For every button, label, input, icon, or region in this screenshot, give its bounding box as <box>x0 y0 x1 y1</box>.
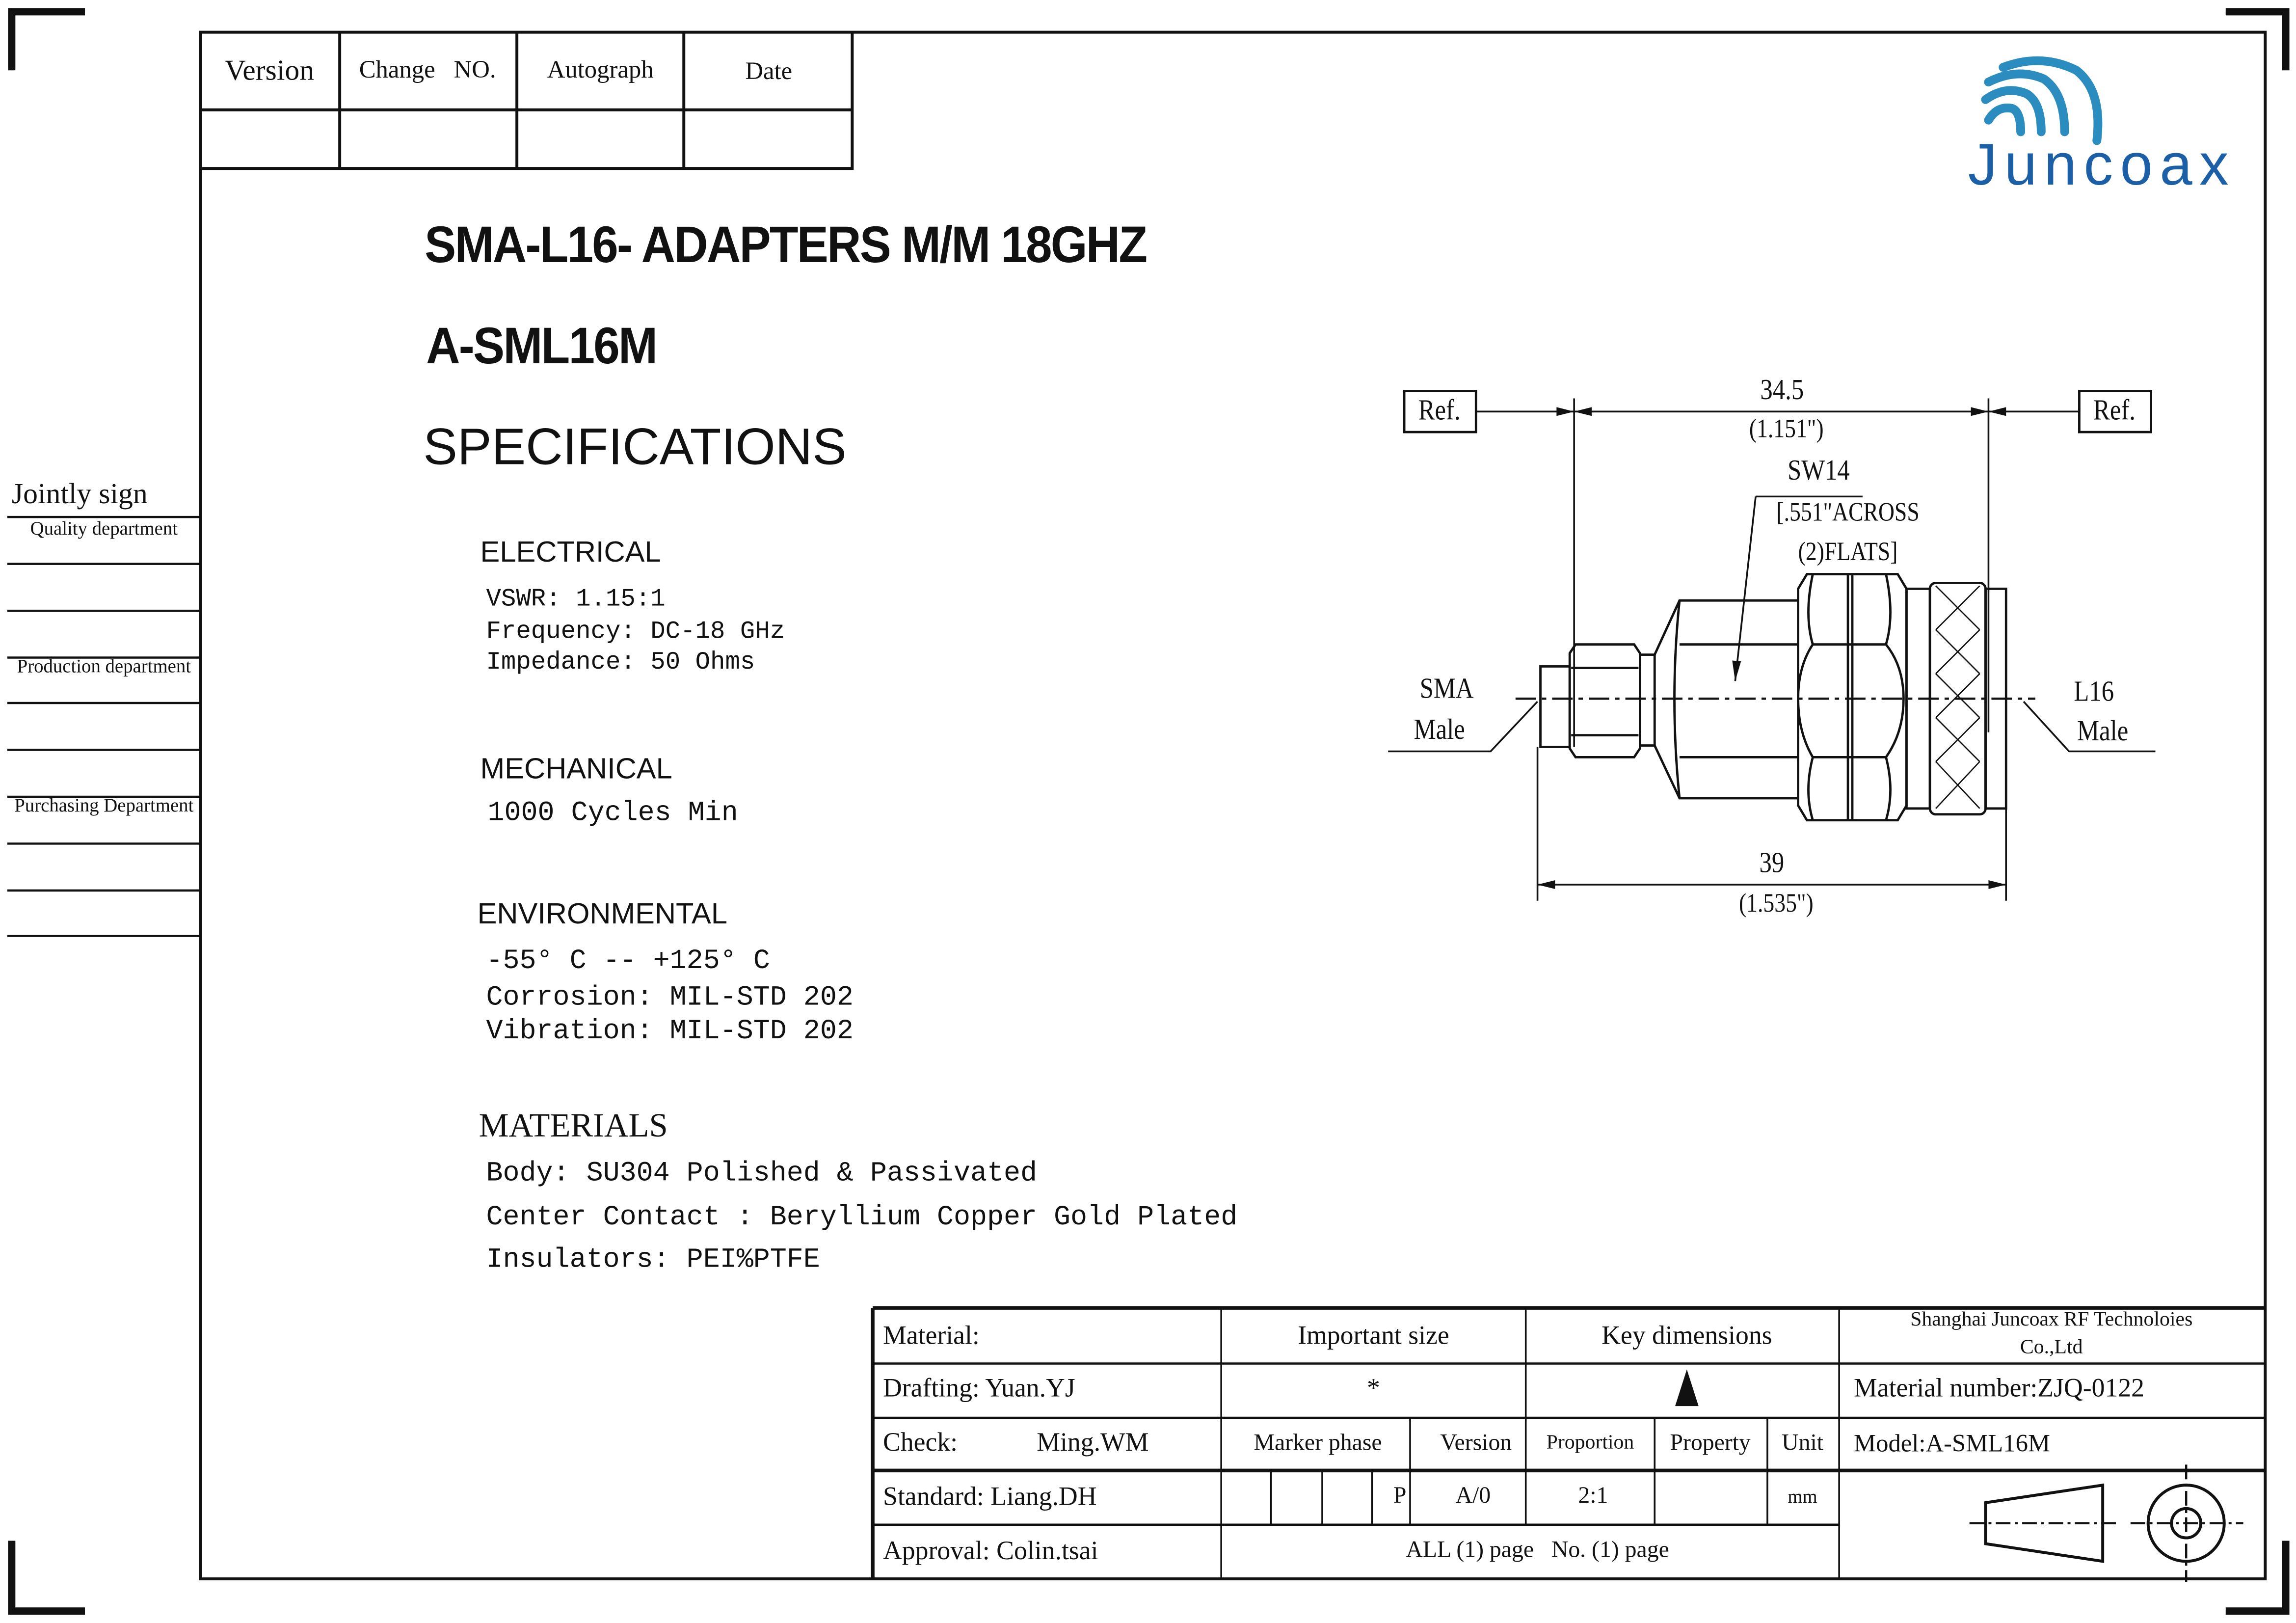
tb-proportion: Proportion <box>1546 1432 1634 1455</box>
tb-property: Property <box>1670 1431 1751 1456</box>
tb-version: Version <box>1440 1431 1512 1456</box>
tb-check-name: Ming.WM <box>1037 1427 1149 1457</box>
tb-company-suffix: Co.,Ltd <box>2020 1337 2083 1359</box>
tb-important-size: Important size <box>1298 1320 1449 1350</box>
l16-male-label-1: L16 <box>2074 676 2114 708</box>
spec-frequency: Frequency: DC-18 GHz <box>486 619 785 647</box>
tb-unit-value: mm <box>1788 1485 1817 1507</box>
wrench-note-flats: (2)FLATS] <box>1798 537 1898 567</box>
tb-company-name: Shanghai Juncoax RF Technoloies <box>1910 1309 2193 1331</box>
tb-material-number: Material number:ZJQ-0122 <box>1853 1373 2145 1403</box>
juncoax-logo: Juncoax <box>1962 55 2233 197</box>
tb-standard: Standard: Liang.DH <box>882 1481 1097 1511</box>
spec-center-contact: Center Contact : Beryllium Copper Gold P… <box>486 1201 1238 1234</box>
connector-drawing <box>1388 390 2156 901</box>
part-number: A-SML16M <box>426 318 658 375</box>
dim-overall-ref-in: (1.151") <box>1749 413 1824 443</box>
wrench-size: SW14 <box>1787 455 1850 487</box>
dept-production: Production department <box>17 654 191 677</box>
corner-marks <box>8 8 2290 1615</box>
dept-purchasing: Purchasing Department <box>14 794 194 816</box>
dim-overall-in: (1.535") <box>1738 888 1814 918</box>
tb-marker-phase: Marker phase <box>1254 1431 1382 1456</box>
revision-header-autograph: Autograph <box>547 55 654 84</box>
tb-proportion-value: 2:1 <box>1578 1484 1608 1509</box>
spec-temperature: -55° C -- +125° C <box>486 945 770 977</box>
spec-vibration: Vibration: MIL-STD 202 <box>486 1015 854 1048</box>
wrench-note-across: [.551"ACROSS <box>1776 497 1920 527</box>
electrical-heading: ELECTRICAL <box>480 537 661 569</box>
specifications-heading: SPECIFICATIONS <box>423 419 847 476</box>
ref-label-left: Ref. <box>1418 395 1461 427</box>
key-dimension-triangle-icon <box>1675 1369 1699 1407</box>
revision-header-date: Date <box>745 57 793 85</box>
jointly-sign-label: Jointly sign <box>11 478 148 511</box>
environmental-heading: ENVIRONMENTAL <box>477 898 728 931</box>
spec-corrosion: Corrosion: MIL-STD 202 <box>486 981 854 1014</box>
revision-table-grid <box>200 32 854 170</box>
revision-header-change-no: Change NO. <box>359 55 496 84</box>
tb-material: Material: <box>882 1320 980 1350</box>
materials-heading: MATERIALS <box>479 1107 668 1144</box>
knurl-pattern <box>1935 585 1980 809</box>
l16-male-label-2: Male <box>2077 715 2129 748</box>
tb-approval: Approval: Colin.tsai <box>882 1536 1098 1565</box>
tb-important-symbol: * <box>1367 1373 1380 1403</box>
mechanical-heading: MECHANICAL <box>480 753 672 786</box>
sheet-border <box>199 30 2267 1581</box>
spec-impedance: Impedance: 50 Ohms <box>486 649 755 677</box>
sma-male-label-1: SMA <box>1419 673 1474 705</box>
tb-unit: Unit <box>1782 1431 1824 1456</box>
tb-drafting: Drafting: Yuan.YJ <box>882 1373 1075 1403</box>
tb-model: Model:A-SML16M <box>1853 1429 2051 1458</box>
dept-quality: Quality department <box>30 517 178 539</box>
dim-overall-ref-mm: 34.5 <box>1760 374 1804 406</box>
jointly-sign-grid <box>7 515 201 937</box>
tb-check-label: Check: <box>882 1427 958 1457</box>
ref-label-right: Ref. <box>2093 395 2136 427</box>
logo-text: Juncoax <box>1968 132 2229 190</box>
projection-symbol-icon <box>1969 1464 2243 1582</box>
product-title: SMA-L16- ADAPTERS M/M 18GHZ <box>425 216 1148 274</box>
spec-insulators: Insulators: PEI%PTFE <box>486 1243 820 1276</box>
tb-key-dimensions: Key dimensions <box>1602 1320 1772 1350</box>
tb-page-count: ALL (1) page No. (1) page <box>1406 1538 1669 1563</box>
tb-phase-value: P <box>1393 1484 1407 1509</box>
title-block-grid <box>871 1306 2266 1579</box>
sma-male-label-2: Male <box>1414 714 1465 747</box>
spec-vswr: VSWR: 1.15:1 <box>486 586 666 615</box>
spec-durability: 1000 Cycles Min <box>487 796 738 829</box>
dim-overall-mm: 39 <box>1759 847 1785 880</box>
tb-version-value: A/0 <box>1455 1484 1491 1509</box>
logo-waves-icon: Juncoax <box>1968 56 2229 197</box>
spec-body-material: Body: SU304 Polished & Passivated <box>486 1157 1038 1190</box>
revision-header-version: Version <box>224 54 315 87</box>
